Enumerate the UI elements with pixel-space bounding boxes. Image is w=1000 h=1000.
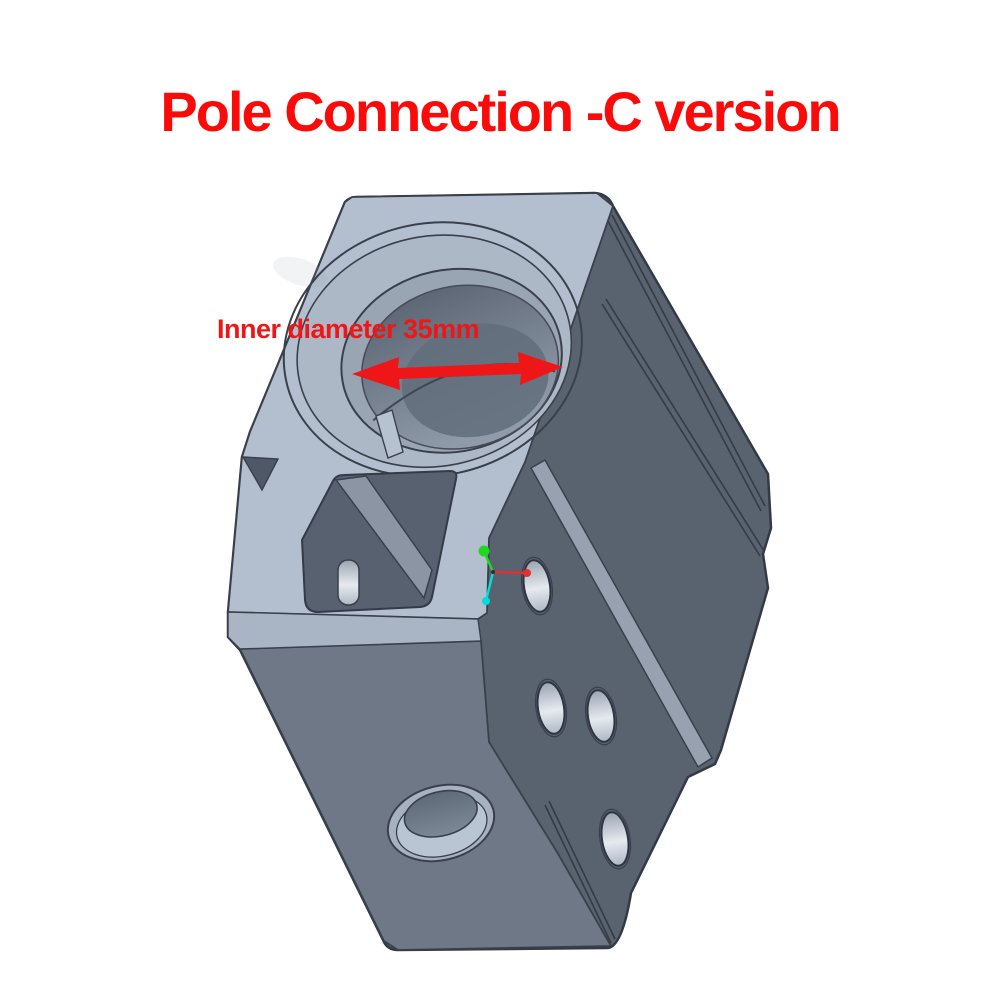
rail-highlight-band [529, 458, 713, 769]
bore-outer-groove [282, 221, 583, 478]
dimension-arrow [352, 352, 563, 390]
triad-origin [491, 570, 495, 574]
pocket-slot-hole [337, 559, 360, 606]
side-holes [520, 556, 632, 870]
triad-x-axis [492, 570, 528, 575]
edge-ridges [544, 214, 766, 944]
side-hole [598, 808, 632, 870]
orientation-triad [478, 545, 531, 605]
side-hole [600, 811, 630, 867]
pocket-rib [334, 475, 433, 600]
triad-x-dot [523, 569, 531, 577]
triad-y-dot [478, 545, 490, 557]
top-face-chamfer-band [227, 611, 482, 650]
main-bore [282, 221, 583, 478]
page-title: Pole Connection -C version [160, 80, 841, 143]
side-hole [584, 686, 618, 746]
side-hole [536, 681, 566, 735]
bore-deep [401, 323, 549, 438]
dimension-label: Inner diameter 35mm [217, 314, 480, 344]
mounting-pocket [301, 470, 458, 613]
left-notch-wedge [241, 456, 280, 492]
counterbore-hole [386, 783, 496, 863]
clamp-slit [375, 409, 404, 459]
triad-z-axis [484, 571, 495, 602]
counterbore-inner [403, 789, 478, 838]
side-hole [586, 689, 616, 743]
side-hole [534, 678, 568, 738]
side-hole [520, 556, 554, 616]
triad-z-dot [482, 597, 490, 605]
